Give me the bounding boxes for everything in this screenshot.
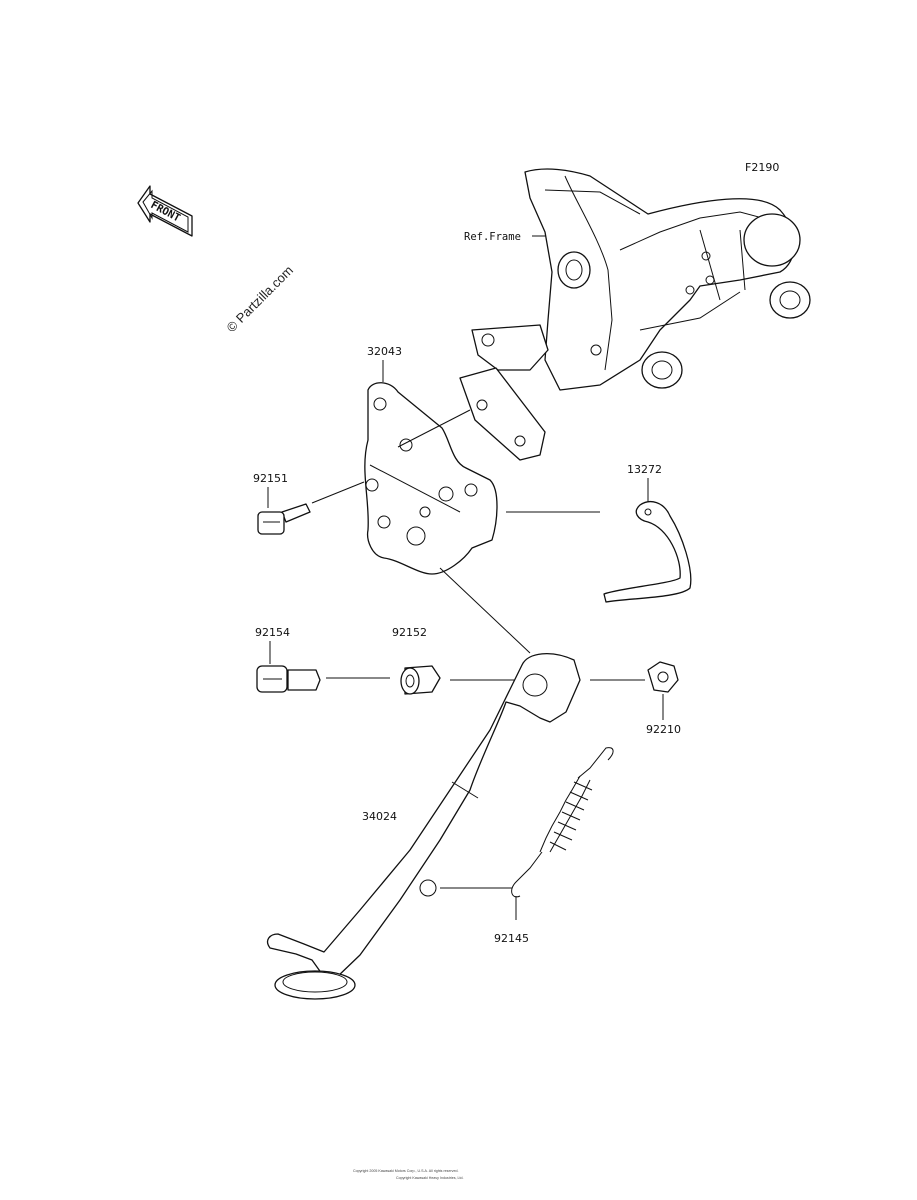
label-92145: 92145 (494, 932, 529, 945)
label-34024: 34024 (362, 810, 397, 823)
label-13272: 13272 (627, 463, 662, 476)
bolt-92151 (257, 503, 311, 535)
pin-13272 (603, 501, 692, 603)
label-92154: 92154 (255, 626, 290, 639)
frame-drawing (459, 168, 811, 461)
ref-frame-label: Ref.Frame (464, 231, 521, 243)
label-32043: 32043 (367, 345, 402, 358)
spring-92145 (419, 747, 614, 898)
label-92152: 92152 (392, 626, 427, 639)
nut-92210 (647, 661, 679, 693)
front-arrow-icon: FRONT (137, 185, 193, 237)
side-stand-34024 (266, 653, 581, 1000)
bolt-92154 (256, 665, 321, 693)
footer-line-2: Copyright Kawasaki Heavy Industries, Ltd… (396, 1176, 464, 1180)
footer-line-1: Copyright 2005 Kawasaki Motors Corp., U.… (353, 1169, 458, 1173)
label-92210: 92210 (646, 723, 681, 736)
diagram-code: F2190 (745, 161, 779, 174)
watermark: © Partzilla.com (224, 263, 297, 336)
label-92151: 92151 (253, 472, 288, 485)
bracket-32043 (364, 382, 498, 575)
collar-92152 (400, 665, 441, 695)
